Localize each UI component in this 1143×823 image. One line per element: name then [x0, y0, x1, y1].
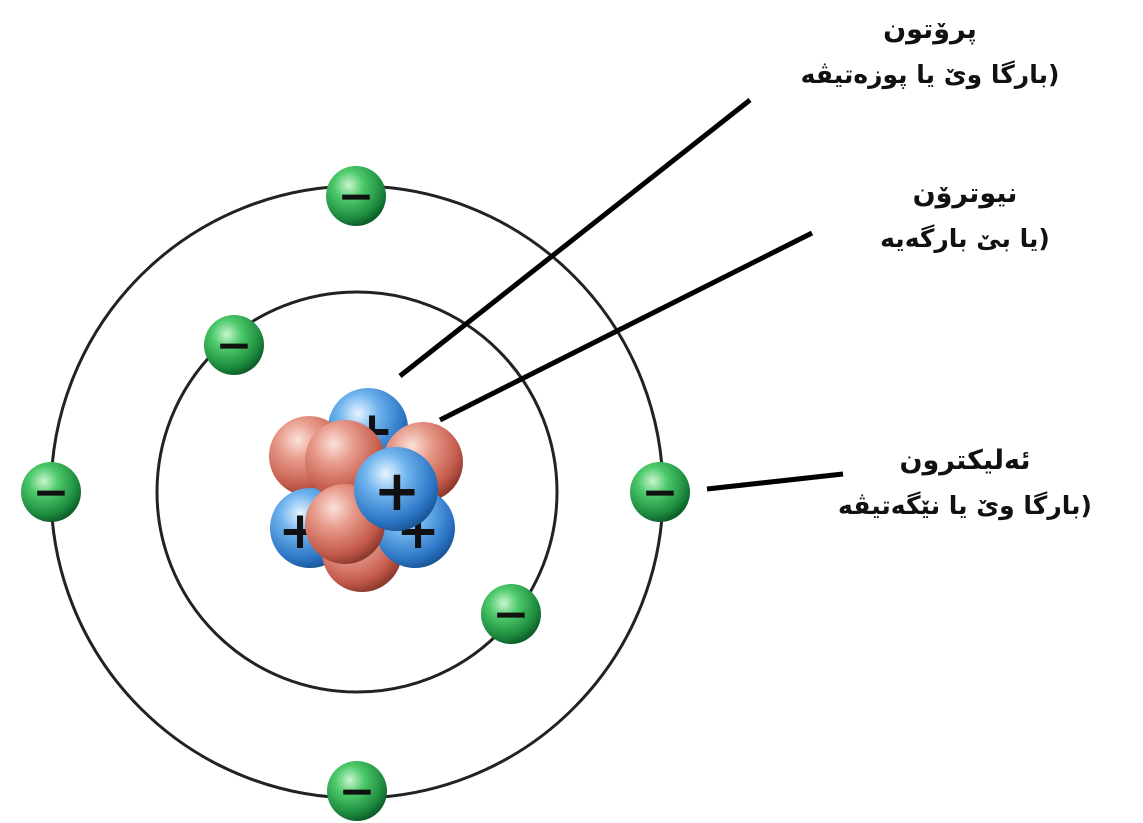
electron: − [326, 166, 386, 226]
neutron-leader-line [438, 230, 814, 423]
proton-description: (بارگا وێ یا پوزەتیڤە [800, 60, 1060, 90]
inner-orbit [155, 290, 559, 694]
electron: − [204, 315, 264, 375]
electron-description: (بارگا وێ یا نێگەتیڤە [838, 491, 1092, 521]
svg-text:−: − [216, 320, 253, 371]
electron-name: ئەلیکترون [899, 445, 1031, 476]
electron: − [630, 462, 690, 522]
proton: + [354, 447, 438, 531]
svg-text:−: − [33, 467, 70, 518]
svg-text:+: + [374, 459, 421, 524]
svg-text:−: − [642, 467, 679, 518]
svg-text:−: − [339, 766, 376, 817]
proton-label: پرۆتون (بارگا وێ یا پوزەتیڤە [770, 14, 1090, 90]
nucleus: + + + + [269, 388, 463, 592]
electron-label: ئەلیکترون (بارگا وێ یا نێگەتیڤە [790, 445, 1140, 521]
electron-leader-line [706, 471, 844, 492]
proton-leader-line [398, 98, 752, 378]
svg-text:−: − [338, 171, 375, 222]
proton-name: پرۆتون [883, 14, 977, 45]
neutron-name: نیوترۆن [912, 178, 1018, 209]
neutron-label: نیوترۆن (یا بێ بارگەیە [840, 178, 1090, 254]
neutron-description: (یا بێ بارگەیە [880, 224, 1050, 254]
electron: − [327, 761, 387, 821]
electron: − [21, 462, 81, 522]
svg-text:−: − [493, 589, 530, 640]
electron: − [481, 584, 541, 644]
